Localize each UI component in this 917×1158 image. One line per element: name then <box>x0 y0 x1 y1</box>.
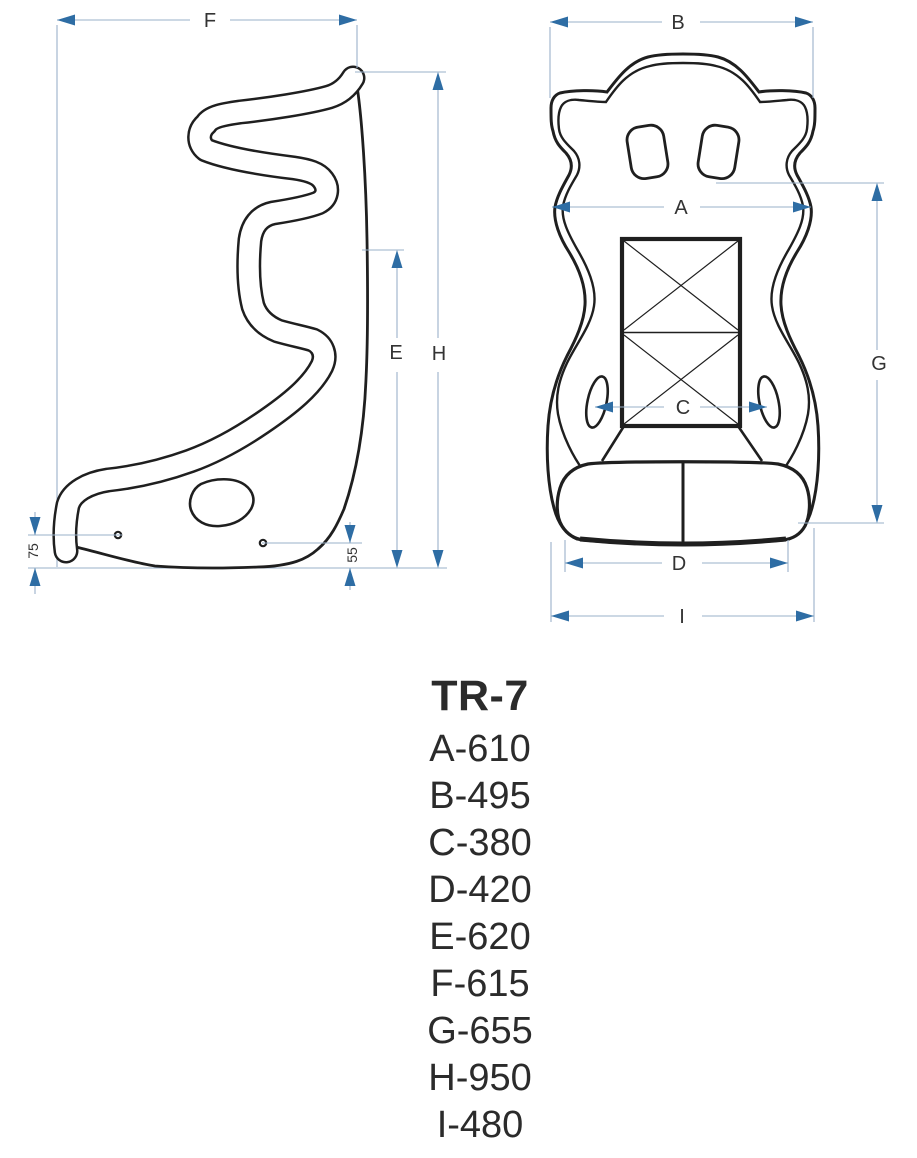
model-title: TR-7 <box>431 672 529 720</box>
seat-cushion-bottom-edge <box>579 536 787 547</box>
arrow-i-right <box>796 610 814 622</box>
spec-item-b: B-495 <box>429 775 531 817</box>
dim-b-lines <box>549 21 814 98</box>
arrow-d-right <box>770 557 788 569</box>
spec-list: TR-7 A-610 B-495 C-380 D-420 E-620 F-615… <box>43 670 917 1149</box>
arrow-e-top <box>391 250 403 268</box>
spec-item-e: E-620 <box>429 916 531 958</box>
spec-item-f: F-615 <box>430 963 530 1005</box>
dim-label-a: A <box>674 197 688 219</box>
dim-label-75: 75 <box>25 543 41 559</box>
arrow-a-left <box>552 201 570 213</box>
backrest-to-cushion-connectors <box>600 425 764 462</box>
seat-rear-and-bottom-edge <box>75 85 370 570</box>
dim-label-c: C <box>676 397 690 419</box>
arrow-b-left <box>550 16 568 28</box>
spec-item-g: G-655 <box>427 1010 533 1052</box>
arrow-55-top <box>344 525 356 543</box>
seat-technical-drawing: F B A C D I E H G 75 55 <box>25 10 887 628</box>
belt-hole-left <box>625 123 670 181</box>
side-view <box>52 65 370 570</box>
dim-label-b: B <box>671 12 684 34</box>
arrow-g-bottom <box>871 505 883 523</box>
arrow-d-left <box>565 557 583 569</box>
label-patch-75 <box>25 538 41 565</box>
spec-item-a: A-610 <box>429 728 531 770</box>
dim-f-lines <box>57 19 358 68</box>
dim-i-lines <box>550 528 815 622</box>
arrow-75-bottom <box>29 568 41 586</box>
back-opening-cross-braces <box>623 240 739 425</box>
dim-label-e: E <box>389 342 402 364</box>
label-patch-55 <box>344 545 360 566</box>
dim-h-lines <box>355 71 446 566</box>
arrow-f-right <box>339 14 357 26</box>
arrow-a-right <box>793 201 811 213</box>
spec-item-d: D-420 <box>428 869 532 911</box>
dim-label-i: I <box>679 606 685 628</box>
arrow-55-bottom <box>344 568 356 586</box>
side-bolster-hole <box>188 477 255 528</box>
dim-label-h: H <box>432 343 446 365</box>
arrow-e-bottom <box>391 550 403 568</box>
arrow-c-left <box>595 401 613 413</box>
spec-item-h: H-950 <box>428 1057 532 1099</box>
arrow-c-right <box>749 401 767 413</box>
dim-label-55: 55 <box>344 547 360 563</box>
dim-label-g: G <box>871 353 887 375</box>
front-shell-inner-rim <box>555 61 811 471</box>
dim-label-d: D <box>672 553 686 575</box>
dim-g-lines <box>716 182 884 524</box>
arrow-g-top <box>871 183 883 201</box>
dim-d-lines <box>564 540 789 572</box>
seat-shell-band-core <box>54 68 363 561</box>
arrow-f-left <box>57 14 75 26</box>
belt-hole-right <box>696 123 741 181</box>
dimension-arrows <box>29 14 883 622</box>
dim-label-f: F <box>204 10 216 32</box>
spec-item-i: I-480 <box>436 1104 524 1146</box>
arrow-i-left <box>551 610 569 622</box>
front-view <box>545 52 821 547</box>
dimension-labels: F B A C D I E H G 75 55 <box>25 10 887 628</box>
arrow-75-top <box>29 517 41 535</box>
arrow-h-bottom <box>432 550 444 568</box>
arrow-h-top <box>432 72 444 90</box>
arrow-b-right <box>795 16 813 28</box>
lap-belt-slot-right <box>756 375 782 429</box>
spec-item-c: C-380 <box>428 822 532 864</box>
